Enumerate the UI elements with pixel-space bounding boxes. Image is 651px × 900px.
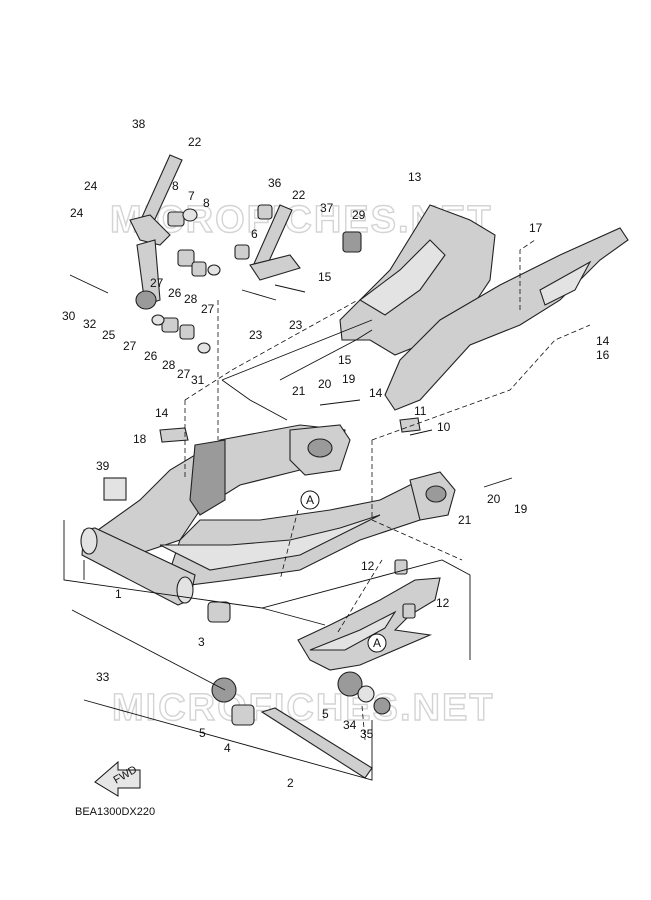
upper-left-brackets (129, 154, 301, 310)
callout-30: 30 (62, 309, 76, 323)
callout-18: 18 (133, 432, 147, 446)
callout-22: 22 (188, 135, 202, 149)
callout-26: 26 (168, 286, 182, 300)
callout-10: 10 (437, 420, 451, 434)
callout-3: 3 (198, 635, 205, 649)
callout-32: 32 (83, 317, 97, 331)
callout-20: 20 (487, 492, 501, 506)
callout-36: 36 (268, 176, 282, 190)
callout-23: 23 (289, 318, 303, 332)
svg-text:A: A (373, 636, 381, 650)
callout-14: 14 (369, 386, 383, 400)
callout-28: 28 (184, 292, 198, 306)
callout-21: 21 (458, 513, 472, 527)
small-hardware (103, 204, 421, 726)
callout-8: 8 (172, 179, 179, 193)
callout-7: 7 (188, 189, 195, 203)
fwd-arrow-icon: FWD (94, 760, 141, 797)
callout-27: 27 (177, 367, 191, 381)
swingarm-body (80, 424, 456, 606)
callout-21: 21 (292, 384, 306, 398)
callout-11: 11 (414, 404, 427, 418)
callout-20: 20 (318, 377, 332, 391)
callout-19: 19 (514, 502, 528, 516)
chain-guard-upper (384, 227, 629, 411)
callout-15: 15 (338, 353, 352, 367)
callout-4: 4 (224, 741, 231, 755)
callout-26: 26 (144, 349, 158, 363)
watermark-bottom: MICROFICHES.NET (112, 687, 495, 729)
callout-5: 5 (322, 707, 329, 721)
callout-14: 14 (155, 406, 169, 420)
svg-text:A: A (306, 493, 314, 507)
callout-12: 12 (436, 596, 450, 610)
callout-13: 13 (408, 170, 422, 184)
callout-27: 27 (201, 302, 215, 316)
callout-27: 27 (123, 339, 137, 353)
callout-12: 12 (361, 559, 375, 573)
callout-28: 28 (162, 358, 176, 372)
guide-lines (63, 239, 591, 781)
callout-19: 19 (342, 372, 356, 386)
ref-mark-a-upper: A (300, 490, 320, 510)
bolts (69, 274, 513, 779)
diagram-code: BEA1300DX220 (75, 806, 155, 818)
callout-14: 14 (596, 334, 610, 348)
ref-mark-a-lower: A (367, 633, 387, 653)
chain-guard-lower (297, 577, 441, 671)
callout-24: 24 (70, 206, 84, 220)
callout-23: 23 (249, 328, 263, 342)
callout-33: 33 (96, 670, 110, 684)
callout-34: 34 (343, 718, 357, 732)
callout-29: 29 (352, 208, 366, 222)
callout-37: 37 (320, 201, 334, 215)
callout-8: 8 (203, 196, 210, 210)
callout-2: 2 (287, 776, 294, 790)
callout-27: 27 (150, 276, 164, 290)
callout-25: 25 (102, 328, 116, 342)
callout-1: 1 (115, 587, 122, 601)
callout-24: 24 (84, 179, 98, 193)
callout-22: 22 (292, 188, 306, 202)
callout-17: 17 (529, 221, 543, 235)
callout-6: 6 (251, 227, 258, 241)
callout-39: 39 (96, 459, 110, 473)
callout-31: 31 (191, 373, 205, 387)
callout-35: 35 (360, 727, 374, 741)
callout-15: 15 (318, 270, 332, 284)
callout-16: 16 (596, 348, 610, 362)
callout-38: 38 (132, 117, 146, 131)
callout-5: 5 (199, 726, 206, 740)
